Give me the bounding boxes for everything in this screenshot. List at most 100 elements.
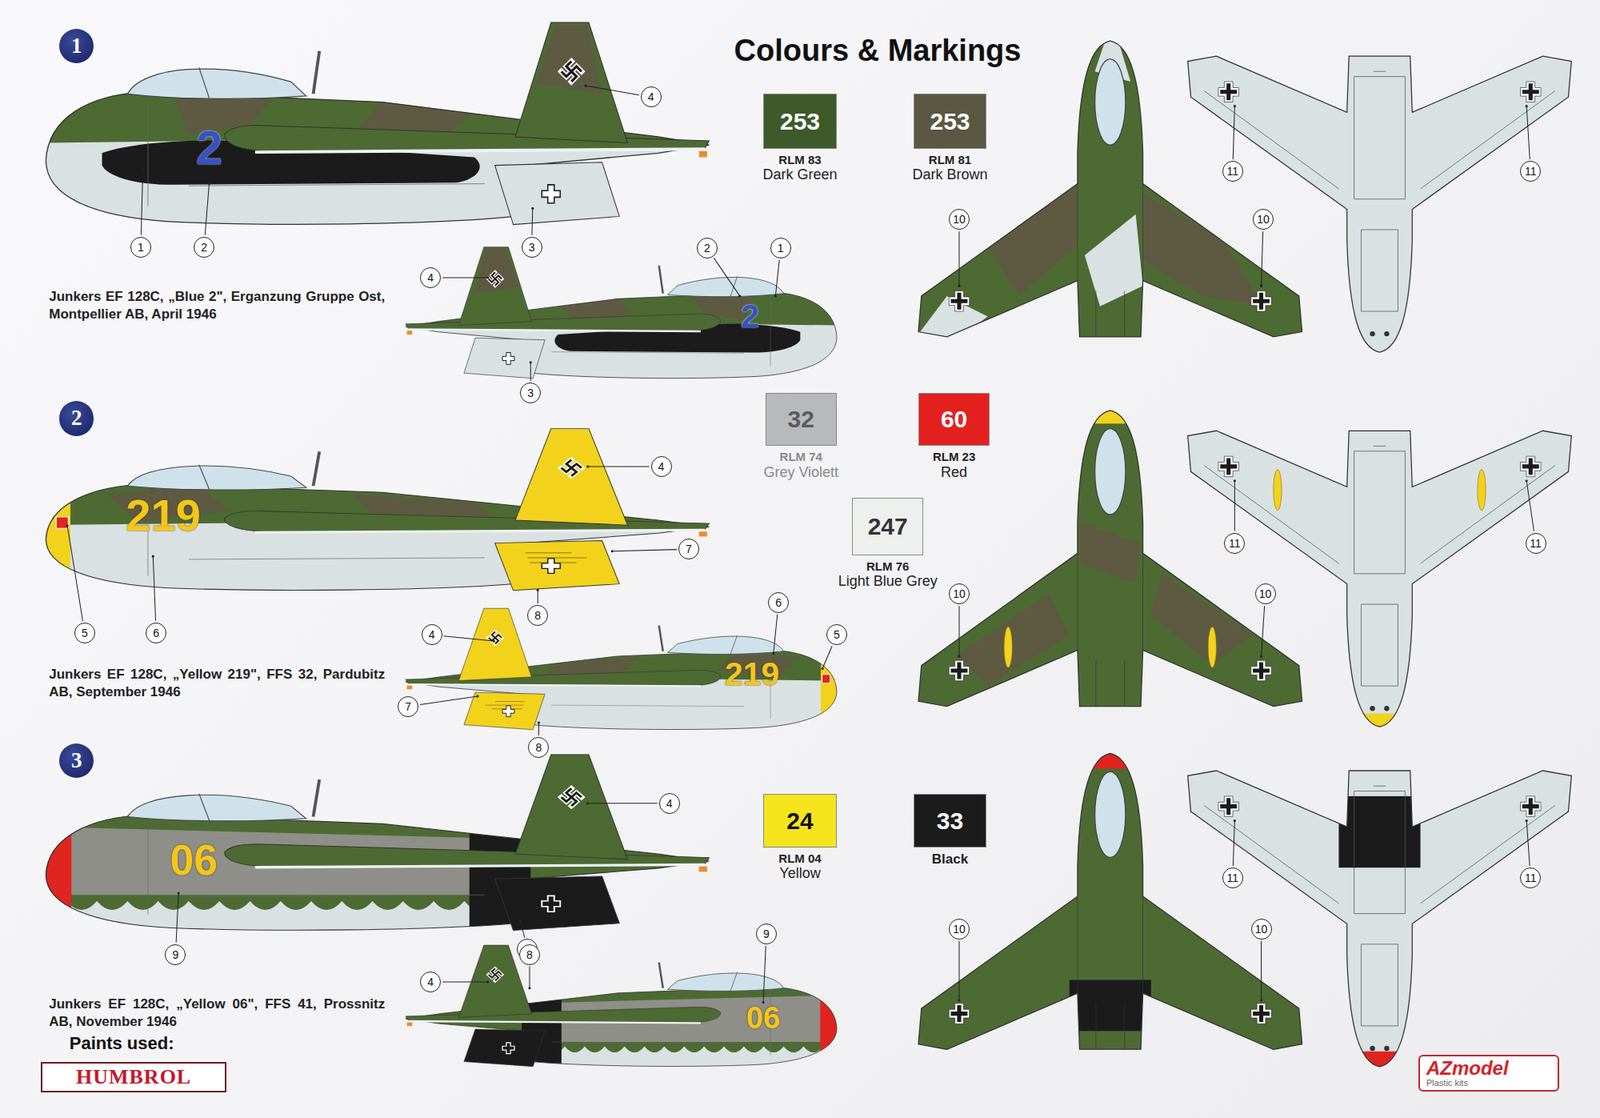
side-view	[372, 596, 844, 756]
canopy	[1095, 428, 1126, 515]
node-text: 32	[788, 407, 815, 432]
rudder-stencil	[485, 701, 526, 709]
intake	[1384, 705, 1389, 711]
aircraft-code: 2	[740, 300, 760, 333]
canopy	[127, 68, 306, 99]
node-text: AZmodel	[1426, 1058, 1509, 1078]
leader-dot	[1260, 284, 1263, 288]
callout-number: 7	[397, 696, 419, 717]
leader-line	[588, 465, 650, 467]
leader-line	[1526, 820, 1530, 866]
antenna-mast	[659, 625, 664, 652]
callout-number: 4	[421, 624, 443, 645]
leader-line	[585, 85, 640, 95]
node-text: 2	[71, 405, 83, 431]
marking-halo	[561, 460, 582, 476]
nav-light	[407, 330, 413, 335]
leader-line	[1232, 106, 1235, 160]
leader-dot	[492, 639, 496, 642]
canopy	[1095, 771, 1126, 857]
leader-line	[530, 362, 532, 381]
cross-border	[948, 291, 970, 312]
intake	[1369, 1045, 1375, 1051]
leader-dot	[519, 919, 522, 922]
marking-halo	[488, 631, 502, 644]
leader-dot	[1525, 104, 1528, 108]
brown-patch	[536, 24, 603, 95]
leader-line	[1234, 480, 1236, 532]
cross-center	[951, 292, 968, 310]
node-subtext: Dark Green	[762, 166, 837, 184]
lower-fin	[495, 876, 620, 931]
leader-line	[140, 168, 143, 235]
intake	[1369, 331, 1375, 336]
antenna-mast	[313, 779, 320, 817]
fin-marking	[561, 61, 582, 82]
balkenkreuz	[502, 352, 515, 364]
leader-line	[775, 260, 780, 296]
leader-line	[763, 945, 766, 1002]
callout-number: 9	[164, 944, 186, 965]
leader-dot	[1260, 655, 1263, 658]
leader-dot	[476, 694, 479, 697]
marking-halo	[561, 788, 582, 806]
paint-swatch: 60RLM 23Red	[918, 392, 990, 446]
aircraft-code: 06	[746, 1002, 781, 1033]
fuselage-band	[1069, 979, 1152, 1031]
leader-dot	[528, 986, 531, 989]
side-view	[36, 412, 761, 624]
underside-view	[1188, 770, 1572, 1072]
leader-dot	[486, 276, 489, 279]
paints-note: Paints used:	[69, 1032, 175, 1054]
callout-number: 1	[770, 237, 792, 259]
node-subtext: RLM 83	[778, 152, 821, 167]
wing-stripe	[1004, 626, 1012, 668]
leader-dot	[957, 284, 960, 288]
panel-line	[148, 825, 485, 915]
callout-number: 1	[130, 236, 152, 258]
node-subtext: RLM 81	[928, 152, 972, 167]
nose-colour	[820, 632, 844, 756]
cross-center	[1252, 292, 1270, 310]
balkenkreuz	[948, 1003, 970, 1024]
cross-border	[1251, 660, 1272, 681]
wing	[405, 669, 721, 685]
canopy	[668, 636, 784, 654]
balkenkreuz	[541, 558, 560, 573]
node-text: 1	[71, 33, 83, 59]
airframe	[1188, 56, 1572, 352]
leader-dot	[774, 294, 777, 297]
aircraft-code: 2	[196, 124, 223, 172]
cross-center	[951, 1004, 968, 1022]
canopy	[668, 972, 784, 991]
canopy-frame	[730, 276, 737, 296]
wing-underside	[408, 1020, 701, 1023]
leader-line	[531, 208, 533, 235]
leader-line	[520, 920, 525, 938]
leader-line	[537, 589, 539, 604]
side-view	[372, 233, 844, 379]
leader-line	[1232, 820, 1235, 866]
nav-light	[699, 531, 708, 536]
marking-halo	[488, 968, 502, 980]
panel-line	[1077, 896, 1144, 1049]
brown-patch	[956, 593, 1069, 686]
cross-outline	[502, 1042, 515, 1054]
lower-fin	[495, 540, 620, 591]
leader-dot	[586, 801, 589, 804]
node-subtext: Light Blue Grey	[838, 572, 938, 590]
airframe-outline	[1188, 56, 1572, 352]
panel-line	[551, 993, 771, 1056]
cross-center	[1252, 1004, 1270, 1022]
camouflage	[1069, 748, 1152, 1031]
balkenkreuz	[502, 1042, 515, 1054]
leader-line	[588, 802, 658, 804]
canopy-frame	[730, 972, 737, 991]
upper-fin	[515, 428, 628, 525]
callout-number: 11	[1222, 160, 1244, 182]
callout-number: 4	[659, 792, 680, 814]
leader-line	[67, 525, 83, 621]
leader-line	[1526, 480, 1534, 532]
canopy	[127, 794, 306, 821]
